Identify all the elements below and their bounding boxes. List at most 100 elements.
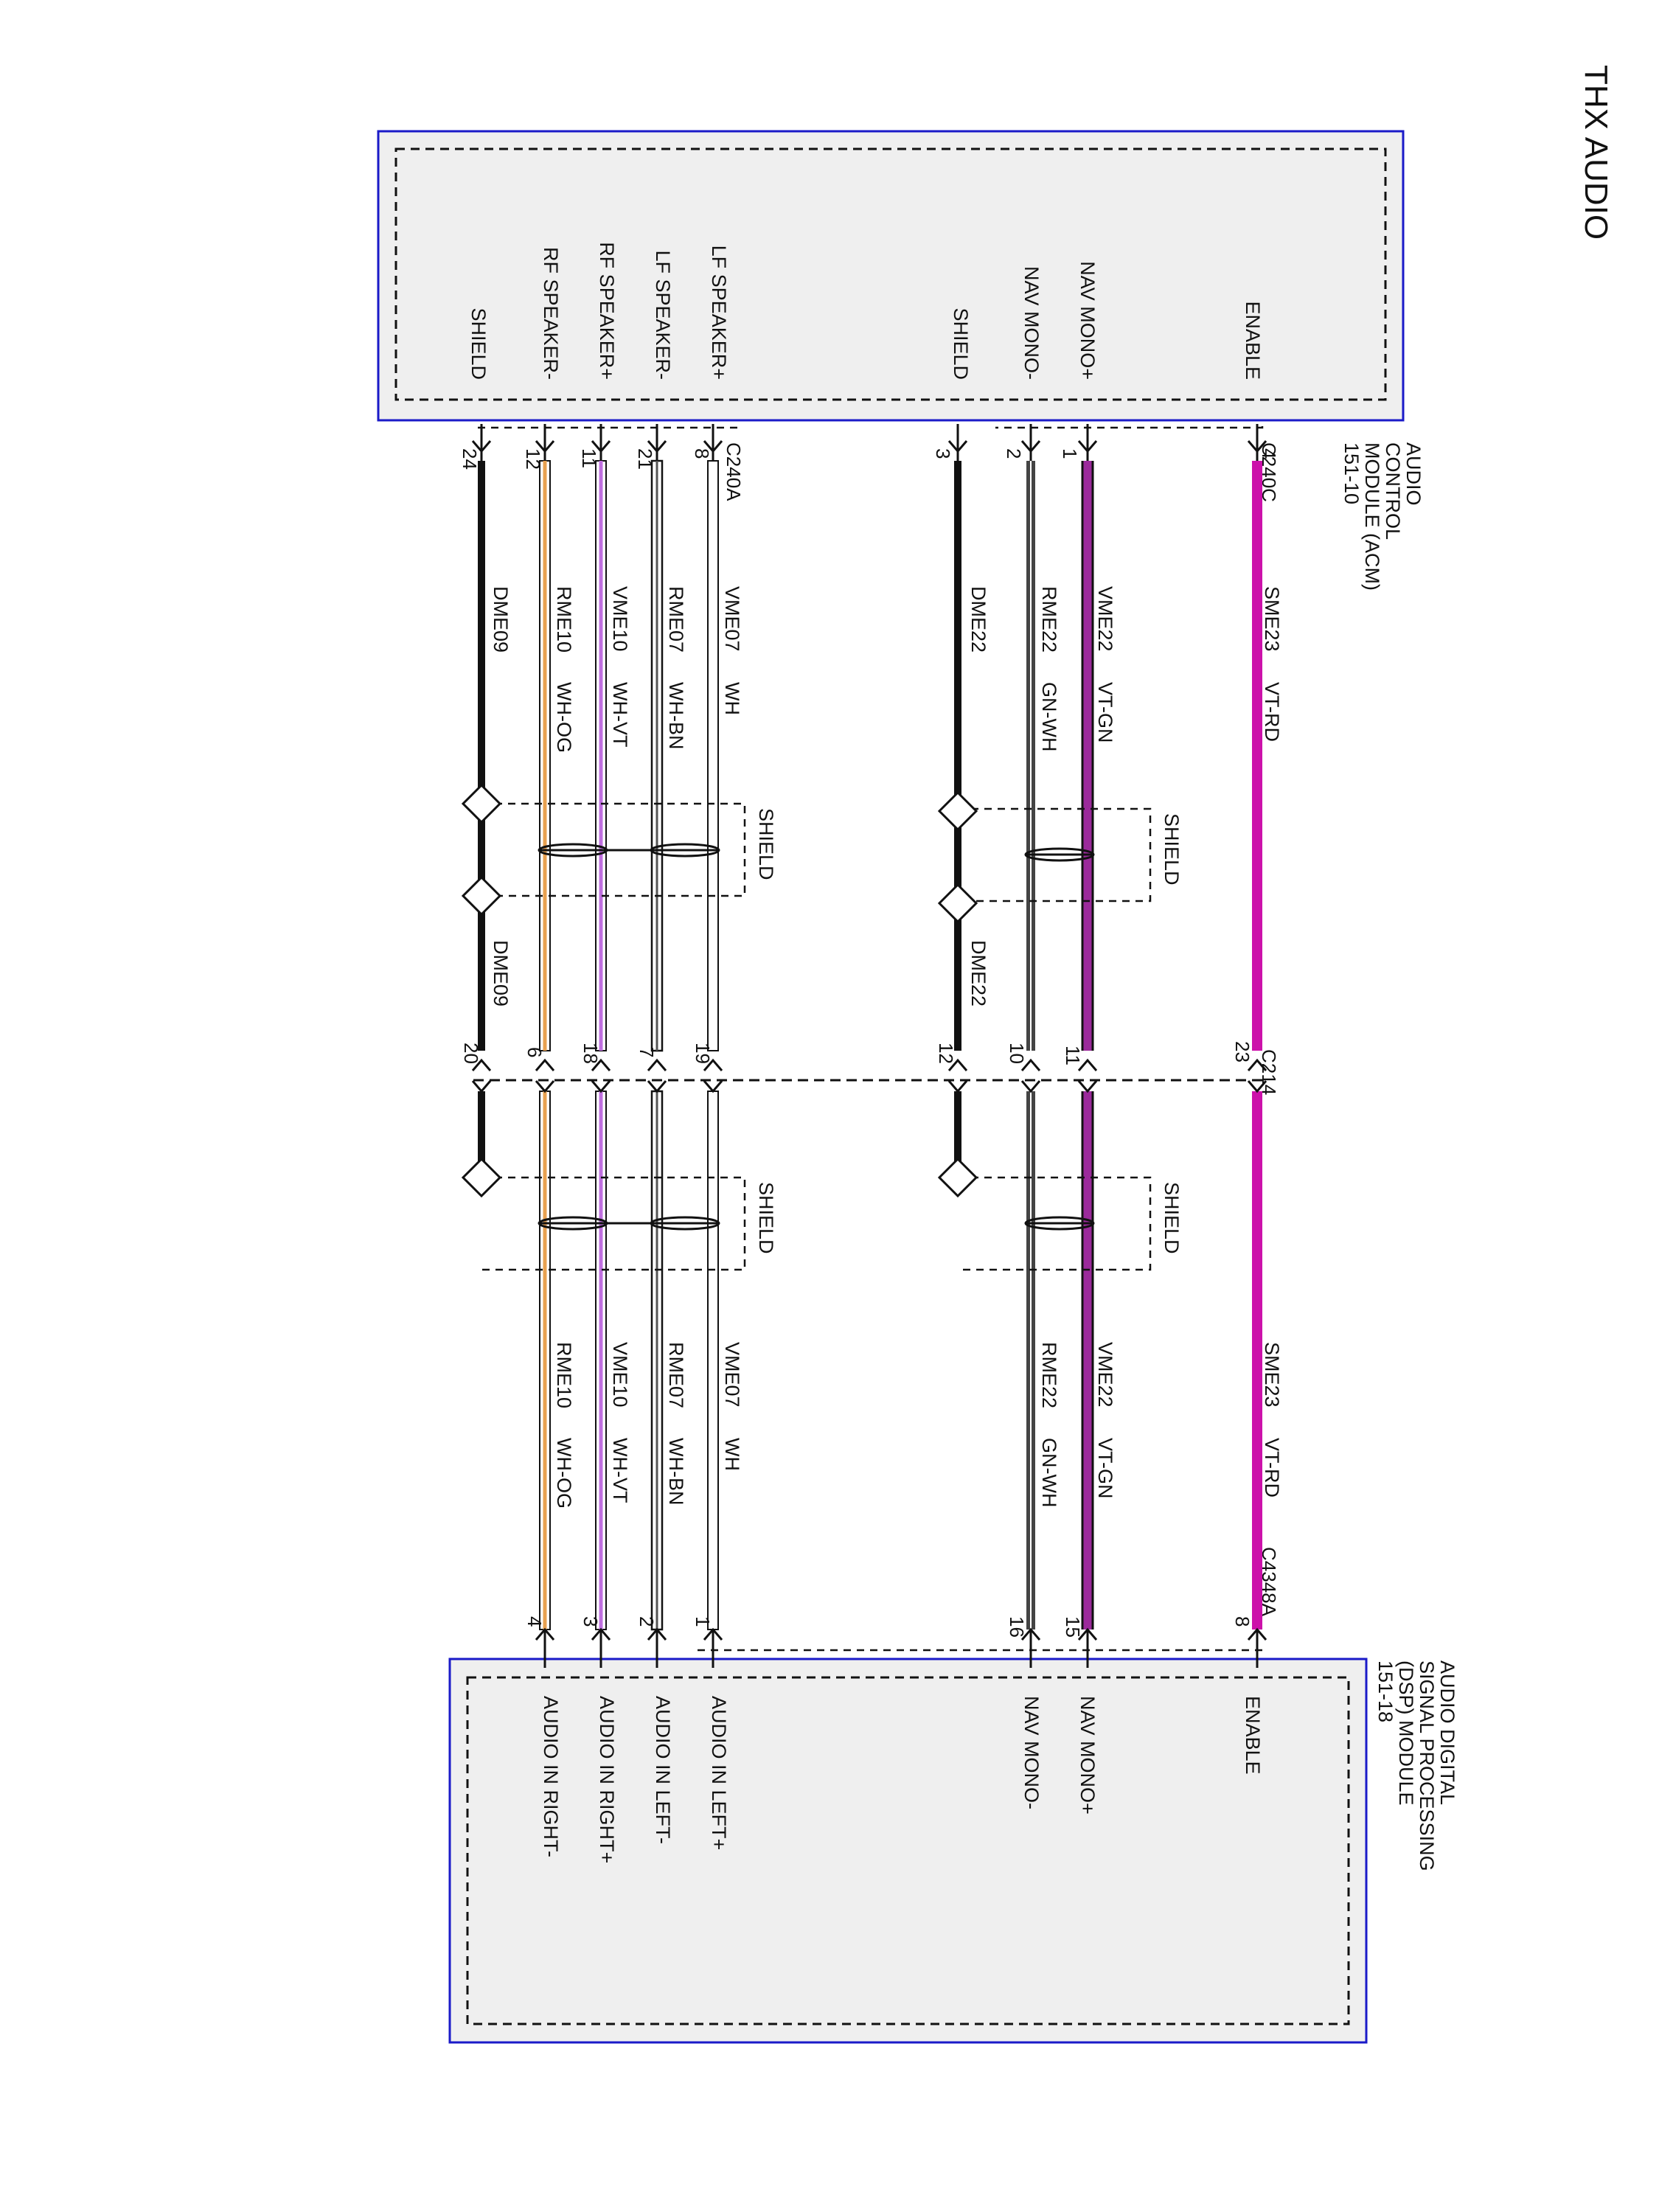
wire-lf-pos-seg2 xyxy=(707,1091,719,1630)
circuit-lf-pos-upper: VME07 xyxy=(721,586,743,652)
circuit-enable-lower: SME23 xyxy=(1261,1342,1283,1408)
shield-nav-drain-upper xyxy=(937,790,978,924)
circuit-nav-pos-lower: VME22 xyxy=(1094,1342,1116,1408)
circuit-lf-neg-upper: RME07 xyxy=(665,586,687,653)
color-nav-pos-upper: VT-GN xyxy=(1094,682,1116,743)
drain-diamond-spk-1 xyxy=(461,783,502,824)
acm-pin-rf-speaker-neg: RF SPEAKER- xyxy=(540,247,562,380)
wire-lf-neg xyxy=(650,459,664,1631)
acm-name-line-2: CONTROL xyxy=(1382,442,1404,540)
pin-c214-spk-drain: 20 xyxy=(460,1043,482,1064)
pin-acm-lf-neg: 21 xyxy=(634,448,656,470)
dsp-name-line-4: 151-18 xyxy=(1374,1660,1397,1722)
c240c-outline xyxy=(995,426,1264,429)
acm-module-inner xyxy=(394,147,1387,401)
dsp-pin-audio-right-pos: AUDIO IN RIGHT+ xyxy=(596,1696,618,1863)
dsp-module: AUDIO DIGITAL SIGNAL PROCESSING (DSP) MO… xyxy=(448,1547,1458,2044)
color-lf-neg-lower: WH-BN xyxy=(665,1438,687,1505)
wire-lf-pos-seg1 xyxy=(707,460,719,1051)
circuit-rf-neg-lower: RME10 xyxy=(553,1342,575,1408)
wire-nav-drain-seg1 xyxy=(954,461,961,1051)
wire-nav-mono-pos xyxy=(1081,461,1094,1630)
shield-nav-lower: SHIELD xyxy=(937,1157,1183,1271)
pin-c214-nav-neg: 10 xyxy=(1006,1043,1028,1064)
acm-module-border xyxy=(377,130,1405,422)
terminal-dsp-nav-neg xyxy=(1020,1627,1041,1668)
terminal-acm-rf-pos xyxy=(591,424,611,461)
pin-c214-nav-pos: 11 xyxy=(1062,1046,1084,1065)
pin-acm-enable: 4 xyxy=(1258,448,1280,459)
acm-name-line-3: MODULE (ACM) xyxy=(1361,442,1383,591)
color-nav-neg-upper: GN-WH xyxy=(1038,682,1060,751)
terminal-acm-enable xyxy=(1247,424,1267,461)
circuit-rf-pos-lower: VME10 xyxy=(609,1342,631,1408)
acm-module: AUDIO CONTROL MODULE (ACM) 151-10 ENABLE… xyxy=(377,130,1425,591)
pin-acm-nav-drain: 3 xyxy=(932,448,954,459)
dsp-pin-enable: ENABLE xyxy=(1242,1696,1264,1775)
wire-rf-neg xyxy=(539,460,551,1630)
color-lf-neg-upper: WH-BN xyxy=(665,682,687,749)
color-rf-neg-lower: WH-OG xyxy=(553,1438,575,1509)
color-lf-pos-upper: WH xyxy=(721,682,743,715)
pin-dsp-lf-pos: 1 xyxy=(692,1616,714,1627)
terminal-c214-nav-drain xyxy=(947,1058,968,1093)
dsp-name-line-1: AUDIO DIGITAL xyxy=(1436,1660,1458,1805)
pin-c214-lf-pos: 19 xyxy=(692,1043,714,1064)
color-rf-pos-upper: WH-VT xyxy=(609,682,631,747)
circuit-nav-neg-upper: RME22 xyxy=(1038,586,1060,653)
pin-c214-lf-neg: 7 xyxy=(636,1047,658,1057)
pin-c214-enable: 23 xyxy=(1231,1041,1253,1062)
dsp-pin-nav-mono-pos: NAV MONO+ xyxy=(1077,1696,1099,1815)
pin-acm-rf-pos: 11 xyxy=(578,448,600,468)
acm-module-name: AUDIO CONTROL MODULE (ACM) 151-10 xyxy=(1340,442,1425,591)
drain-diamond-spk-2 xyxy=(461,875,502,917)
drain-diamond-spk-3 xyxy=(461,1157,502,1198)
shield-spk-upper-label: SHIELD xyxy=(755,808,777,880)
pin-acm-nav-pos: 1 xyxy=(1059,448,1081,459)
circuit-labels-upper: SME23 VT-RD VME22 VT-GN RME22 GN-WH DME2… xyxy=(490,586,1283,753)
shield-spk-lower-label: SHIELD xyxy=(755,1182,777,1254)
color-nav-neg-lower: GN-WH xyxy=(1038,1438,1060,1507)
color-rf-neg-upper: WH-OG xyxy=(553,682,575,753)
color-lf-pos-lower: WH xyxy=(721,1438,743,1471)
pin-acm-spk-drain: 24 xyxy=(459,448,481,470)
shield-spk-upper: SHIELD xyxy=(481,802,777,897)
terminal-dsp-nav-pos xyxy=(1077,1627,1098,1668)
wire-spk-drain xyxy=(478,461,485,1176)
terminal-c214-lf-neg xyxy=(647,1058,667,1093)
pin-acm-nav-neg: 2 xyxy=(1003,448,1025,459)
wire-nav-drain-seg2 xyxy=(954,1091,961,1176)
color-enable-upper: VT-RD xyxy=(1261,682,1283,742)
pin-dsp-lf-neg: 2 xyxy=(636,1616,658,1627)
circuit-nav-neg-lower: RME22 xyxy=(1038,1342,1060,1408)
shield-spk-upper-box xyxy=(481,802,746,897)
color-enable-lower: VT-RD xyxy=(1261,1438,1283,1498)
circuit-labels-lower: SME23 VT-RD VME22 VT-GN RME22 GN-WH VME0… xyxy=(553,1342,1283,1509)
dsp-pin-nav-mono-neg: NAV MONO- xyxy=(1020,1696,1043,1809)
terminal-acm-nav-neg xyxy=(1020,424,1041,461)
wire-enable xyxy=(1252,461,1262,1630)
terminal-acm-lf-pos xyxy=(703,424,723,461)
terminals xyxy=(471,424,1267,1668)
drain-diamond-nav-3 xyxy=(937,1157,978,1198)
terminal-c214-rf-pos xyxy=(591,1058,611,1093)
dsp-pin-audio-right-neg: AUDIO IN RIGHT- xyxy=(540,1696,562,1857)
circuit-nav-pos-upper: VME22 xyxy=(1094,586,1116,652)
acm-pin-rf-speaker-pos: RF SPEAKER+ xyxy=(596,242,618,380)
terminal-acm-spk-drain xyxy=(471,424,492,461)
pin-c214-rf-neg: 6 xyxy=(524,1047,546,1057)
terminal-dsp-rf-neg xyxy=(535,1627,555,1668)
dsp-module-name: AUDIO DIGITAL SIGNAL PROCESSING (DSP) MO… xyxy=(1374,1660,1458,1871)
wire-spk-drain-seg1 xyxy=(478,461,485,1051)
drain-diamond-nav-1 xyxy=(937,790,978,832)
acm-pin-enable: ENABLE xyxy=(1242,301,1264,380)
acm-name-line-1: AUDIO xyxy=(1402,442,1425,506)
circuit-lf-pos-lower: VME07 xyxy=(721,1342,743,1408)
terminal-c214-enable xyxy=(1247,1058,1267,1093)
pin-dsp-rf-neg: 4 xyxy=(524,1616,546,1627)
shield-nav-lower-label: SHIELD xyxy=(1161,1182,1183,1254)
color-nav-pos-lower: VT-GN xyxy=(1094,1438,1116,1499)
dsp-pin-audio-left-neg: AUDIO IN LEFT- xyxy=(652,1696,674,1844)
terminal-acm-rf-neg xyxy=(535,424,555,461)
